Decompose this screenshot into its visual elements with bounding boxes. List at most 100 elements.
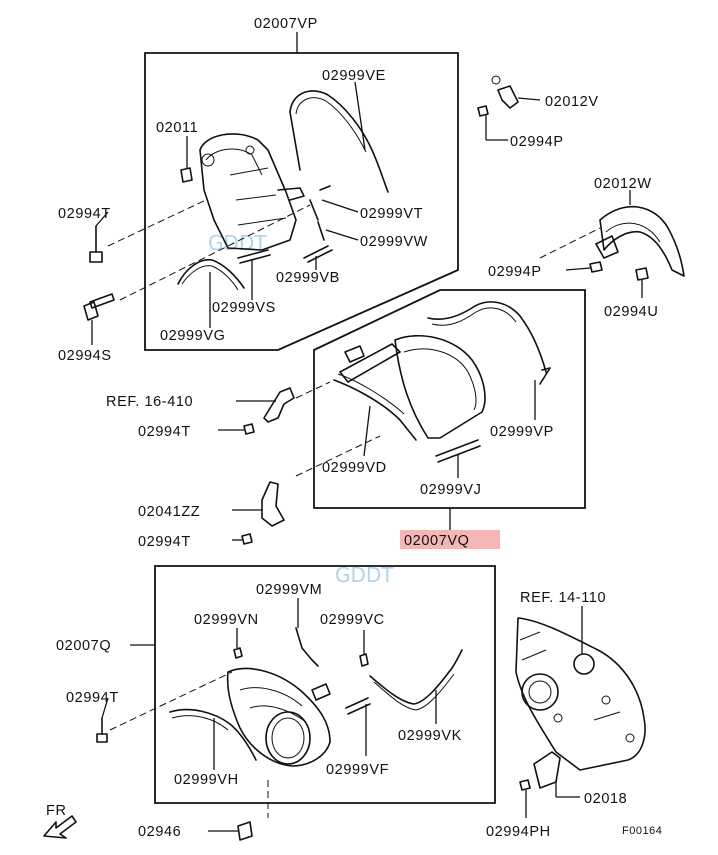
label-02999VJ: 02999VJ xyxy=(420,482,481,498)
label-02999VT: 02999VT xyxy=(360,206,423,222)
label-02012V: 02012V xyxy=(545,94,599,110)
alignment-line xyxy=(539,227,601,259)
upper-group-box xyxy=(144,52,459,351)
plug-02946 xyxy=(208,780,269,841)
watermark-text: GDDT xyxy=(335,563,394,587)
engine-block-ref-14-110 xyxy=(515,606,646,771)
bolt-02994U xyxy=(635,267,649,281)
label-02999VD: 02999VD xyxy=(322,460,387,476)
lower-group-box xyxy=(154,565,496,804)
middle-cover-flange xyxy=(339,343,401,383)
seal-02999VC xyxy=(359,653,369,667)
cover-02012W xyxy=(539,190,685,298)
label-02999VG: 02999VG xyxy=(160,328,225,344)
seal-02999VJ-edge xyxy=(437,445,481,463)
bracket-body xyxy=(497,85,519,109)
label-02999VF: 02999VF xyxy=(326,762,389,778)
middle-cover-clip xyxy=(344,345,365,363)
label-02999VE: 02999VE xyxy=(322,68,386,84)
cover-bolt-hole xyxy=(201,153,215,167)
bracket-hole xyxy=(491,75,501,85)
engine-bolt-hole xyxy=(625,733,635,743)
middle-cover-group xyxy=(295,289,586,509)
seal-02999VE-inner xyxy=(295,97,367,153)
alignment-line xyxy=(107,199,207,247)
lower-timing-cover xyxy=(226,667,331,767)
label-02999VC: 02999VC xyxy=(320,612,385,628)
cover-tab xyxy=(277,187,305,201)
middle-timing-cover xyxy=(394,334,486,439)
leader-line xyxy=(95,211,109,227)
bolt-02994T-d xyxy=(96,697,109,743)
seal-02999VS-edge xyxy=(239,254,271,264)
alignment-line xyxy=(119,204,311,301)
bracket-02018 xyxy=(519,751,580,818)
engine-block-outline xyxy=(515,617,646,771)
seal-02999VN xyxy=(233,647,243,659)
label-02999VP: 02999VP xyxy=(490,424,554,440)
label-02007VP: 02007VP xyxy=(254,16,318,32)
label-ref-16-410: REF. 16-410 xyxy=(106,394,193,410)
label-02994S: 02994S xyxy=(58,348,112,364)
grommet-02011 xyxy=(180,167,193,183)
watermark-text: GDDT xyxy=(208,231,267,255)
seal-02999VP-inner xyxy=(431,307,517,326)
ref-16-410-bracket xyxy=(218,387,295,435)
upper-cover-group xyxy=(107,32,459,351)
label-02999VB: 02999VB xyxy=(276,270,340,286)
engine-ribs xyxy=(519,631,621,721)
front-direction-indicator: FR xyxy=(43,803,77,839)
engine-bolt-hole xyxy=(601,695,611,705)
leader-line xyxy=(101,697,109,719)
bolt-head xyxy=(96,733,108,743)
engine-water-pump-inner xyxy=(528,680,552,704)
bolt-02994S xyxy=(83,293,115,345)
seal-02999VE-leg xyxy=(289,111,301,171)
seal-02999VM xyxy=(295,627,319,667)
label-02012W: 02012W xyxy=(594,176,652,192)
lower-cover-opening-inner xyxy=(271,717,305,759)
seal-02999VG xyxy=(177,259,245,289)
bolt-02994P-a xyxy=(477,105,489,117)
label-02018: 02018 xyxy=(584,791,627,807)
label-02994P: 02994P xyxy=(488,264,542,280)
label-02999VS: 02999VS xyxy=(212,300,276,316)
alignment-line xyxy=(295,435,381,477)
seal-02999VT xyxy=(309,185,331,221)
bolt-02994P-b xyxy=(589,261,603,273)
lower-cover-ribs xyxy=(239,687,307,723)
alignment-line xyxy=(295,381,331,399)
seal-02999VB xyxy=(303,245,329,259)
seal-02999VK xyxy=(369,649,463,705)
cover-02012W-tab xyxy=(595,235,619,259)
bracket-02012V xyxy=(477,75,541,141)
leader-line xyxy=(565,267,591,271)
seal-02999VS xyxy=(237,249,269,259)
label-02999VW: 02999VW xyxy=(360,234,428,250)
seal-02999VE xyxy=(289,90,389,193)
engine-water-pump xyxy=(521,673,559,711)
bracket-ref-16-410 xyxy=(263,387,295,423)
seal-02999VD-inner xyxy=(337,373,405,415)
leader-line xyxy=(321,199,359,213)
bolt-02994T-c xyxy=(241,533,253,545)
bracket-02041ZZ-body xyxy=(261,481,285,527)
label-02041ZZ: 02041ZZ xyxy=(138,504,200,520)
lower-cover-tab xyxy=(311,683,331,701)
bracket-02018-body xyxy=(533,751,561,789)
seal-02999VJ xyxy=(435,439,479,457)
bolt-02994T-b xyxy=(243,423,255,435)
cover-02012W-edge xyxy=(605,222,661,243)
label-02007VQ: 02007VQ xyxy=(404,533,469,549)
label-02999VK: 02999VK xyxy=(398,728,462,744)
highlighted-part-background xyxy=(400,530,500,549)
label-ref-14-110: REF. 14-110 xyxy=(520,590,606,606)
middle-cover-edge xyxy=(403,348,477,411)
bolt-02994T-a xyxy=(89,211,109,263)
seal-02999VW xyxy=(317,221,325,241)
label-02999VH: 02999VH xyxy=(174,772,239,788)
seal-02999VH xyxy=(169,708,257,761)
engine-boss xyxy=(573,653,595,675)
label-02999VN: 02999VN xyxy=(194,612,259,628)
